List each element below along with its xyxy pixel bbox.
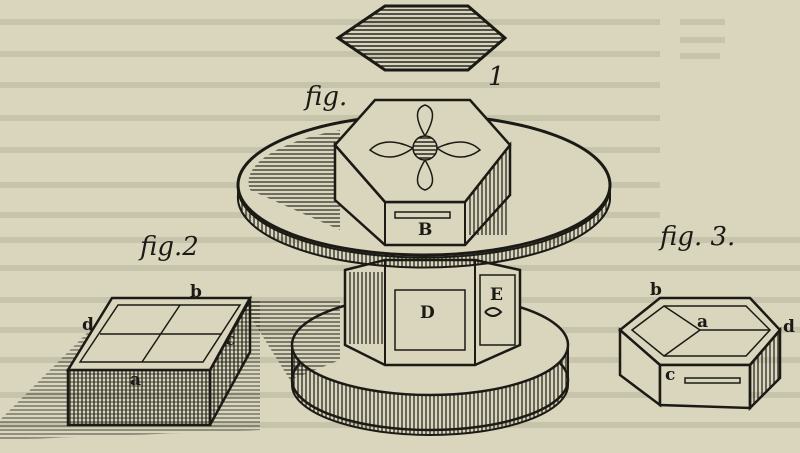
fig3-label-d: d [783, 317, 795, 337]
fig3-caption: fig. 3. [658, 222, 735, 252]
rosette-icon [368, 104, 482, 191]
fig1-box [333, 98, 512, 247]
shadow [240, 300, 340, 380]
fig2-label-d: d [82, 315, 94, 335]
fig2-caption: fig.2 [138, 232, 199, 262]
fig1-number: 1 [488, 62, 505, 92]
fig2-label-c: c [225, 330, 235, 350]
fig2-label-a: a [130, 370, 141, 390]
fig2-box [65, 295, 253, 427]
label-E: E [490, 285, 503, 305]
fig2-label-b: b [190, 282, 202, 302]
fig1-caption: fig. [303, 82, 347, 112]
fig3-label-a: a [697, 312, 708, 332]
fig1-lid [335, 4, 508, 72]
label-B: B [418, 220, 432, 240]
fig3-box [618, 296, 782, 412]
label-D: D [420, 303, 435, 323]
fig3-label-c: c [665, 365, 675, 385]
fig3-label-b: b [650, 280, 662, 300]
door-handle-icon [484, 307, 503, 317]
